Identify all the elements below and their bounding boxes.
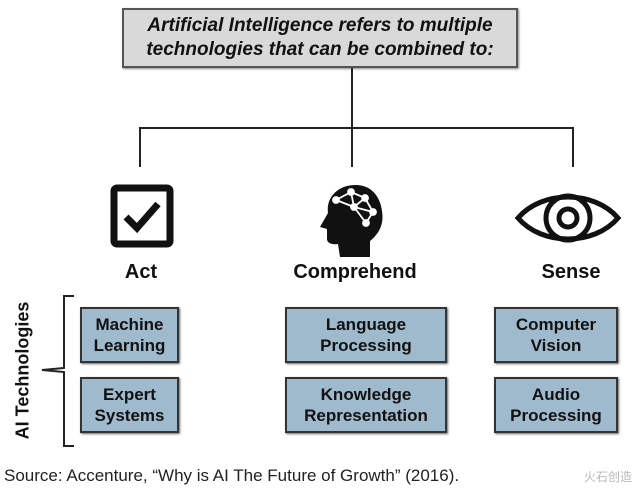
source-citation: Source: Accenture, “Why is AI The Future… <box>4 466 460 485</box>
tech-knowledge-representation: Knowledge Representation <box>285 377 447 433</box>
tech-expert-systems: Expert Systems <box>80 377 179 433</box>
connector <box>351 68 353 129</box>
eye-icon <box>514 193 622 243</box>
bracket <box>41 295 74 447</box>
connector <box>139 127 141 167</box>
connector <box>139 127 574 129</box>
title-text: Artificial Intelligence refers to multip… <box>146 15 494 60</box>
title-box: Artificial Intelligence refers to multip… <box>122 8 518 68</box>
tech-computer-vision: Computer Vision <box>494 307 618 363</box>
tech-language-processing: Language Processing <box>285 307 447 363</box>
connector <box>572 127 574 167</box>
connector <box>351 127 353 167</box>
side-label: AI Technologies <box>12 301 33 440</box>
checkbox-icon <box>110 184 174 248</box>
category-act: Act <box>124 261 158 283</box>
tech-machine-learning: Machine Learning <box>80 307 179 363</box>
watermark: 火石创造 <box>583 470 632 484</box>
tech-audio-processing: Audio Processing <box>494 377 618 433</box>
category-comprehend: Comprehend <box>293 261 417 283</box>
brain-head-icon <box>320 185 383 257</box>
category-sense: Sense <box>541 261 601 283</box>
